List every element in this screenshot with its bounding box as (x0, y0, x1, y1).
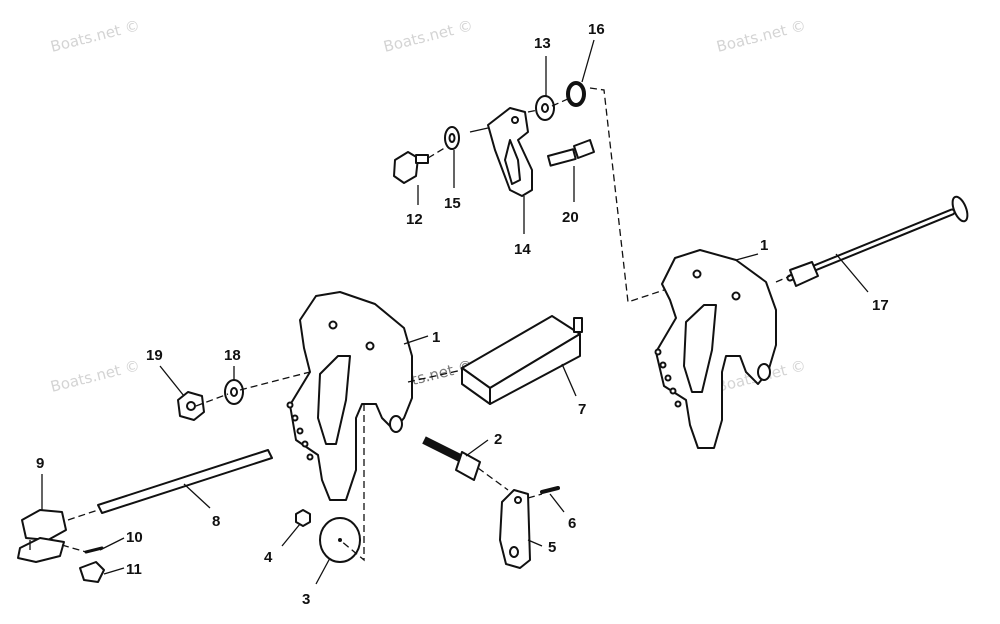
part-washer-18 (224, 379, 244, 405)
part-rod-8 (97, 449, 273, 514)
part-long-bolt-17 (786, 195, 969, 287)
callout-5: 5 (548, 539, 556, 556)
part-pin-10 (84, 546, 104, 554)
callout-4: 4 (264, 549, 273, 566)
callout-14: 14 (514, 241, 531, 258)
part-shoulder-bolt-20 (547, 139, 595, 167)
watermark: Boats.net © (49, 16, 142, 56)
part-thumb-screw-12 (393, 151, 429, 184)
callout-10: 10 (126, 529, 143, 546)
part-clamp-bracket-1-left (286, 291, 413, 501)
callout-6: 6 (568, 515, 576, 532)
callout-18: 18 (224, 347, 241, 364)
callout-15: 15 (444, 195, 461, 212)
leader-lines (41, 39, 869, 585)
callout-9: 9 (36, 455, 44, 472)
callout-12: 12 (406, 211, 423, 228)
part-snap-ring-16 (566, 81, 586, 107)
part-washer-13 (535, 95, 555, 121)
part-pin-6 (540, 486, 560, 494)
callout-20: 20 (562, 209, 579, 226)
callout-8: 8 (212, 513, 220, 530)
callout-11: 11 (126, 561, 142, 578)
callout-3: 3 (302, 591, 310, 608)
callout-1-left: 1 (432, 329, 440, 346)
part-screw-2 (422, 436, 481, 481)
part-clamp-bracket-1-right (654, 249, 777, 449)
part-cap-11 (79, 561, 105, 583)
part-nut-4 (295, 509, 311, 527)
callout-numbers: 12 15 14 13 16 20 1 17 1 7 2 6 5 8 9 10 … (36, 21, 889, 608)
part-pad-7 (461, 315, 583, 405)
watermark: Boats.net © (49, 356, 142, 396)
callout-17: 17 (872, 297, 889, 314)
callout-19: 19 (146, 347, 163, 364)
callout-2: 2 (494, 431, 502, 448)
callout-1-right: 1 (760, 237, 768, 254)
callout-7: 7 (578, 401, 586, 418)
part-nut-19 (177, 391, 205, 421)
watermark: Boats.net © (715, 16, 808, 56)
part-handle-5 (499, 489, 531, 569)
watermark: Boats.net © (382, 16, 475, 56)
part-lock-lever-14 (469, 107, 533, 197)
part-clip-9 (17, 509, 67, 563)
part-washer-15 (444, 126, 460, 150)
assembly-lines (61, 87, 791, 562)
callout-16: 16 (588, 21, 605, 38)
callout-13: 13 (534, 35, 551, 52)
